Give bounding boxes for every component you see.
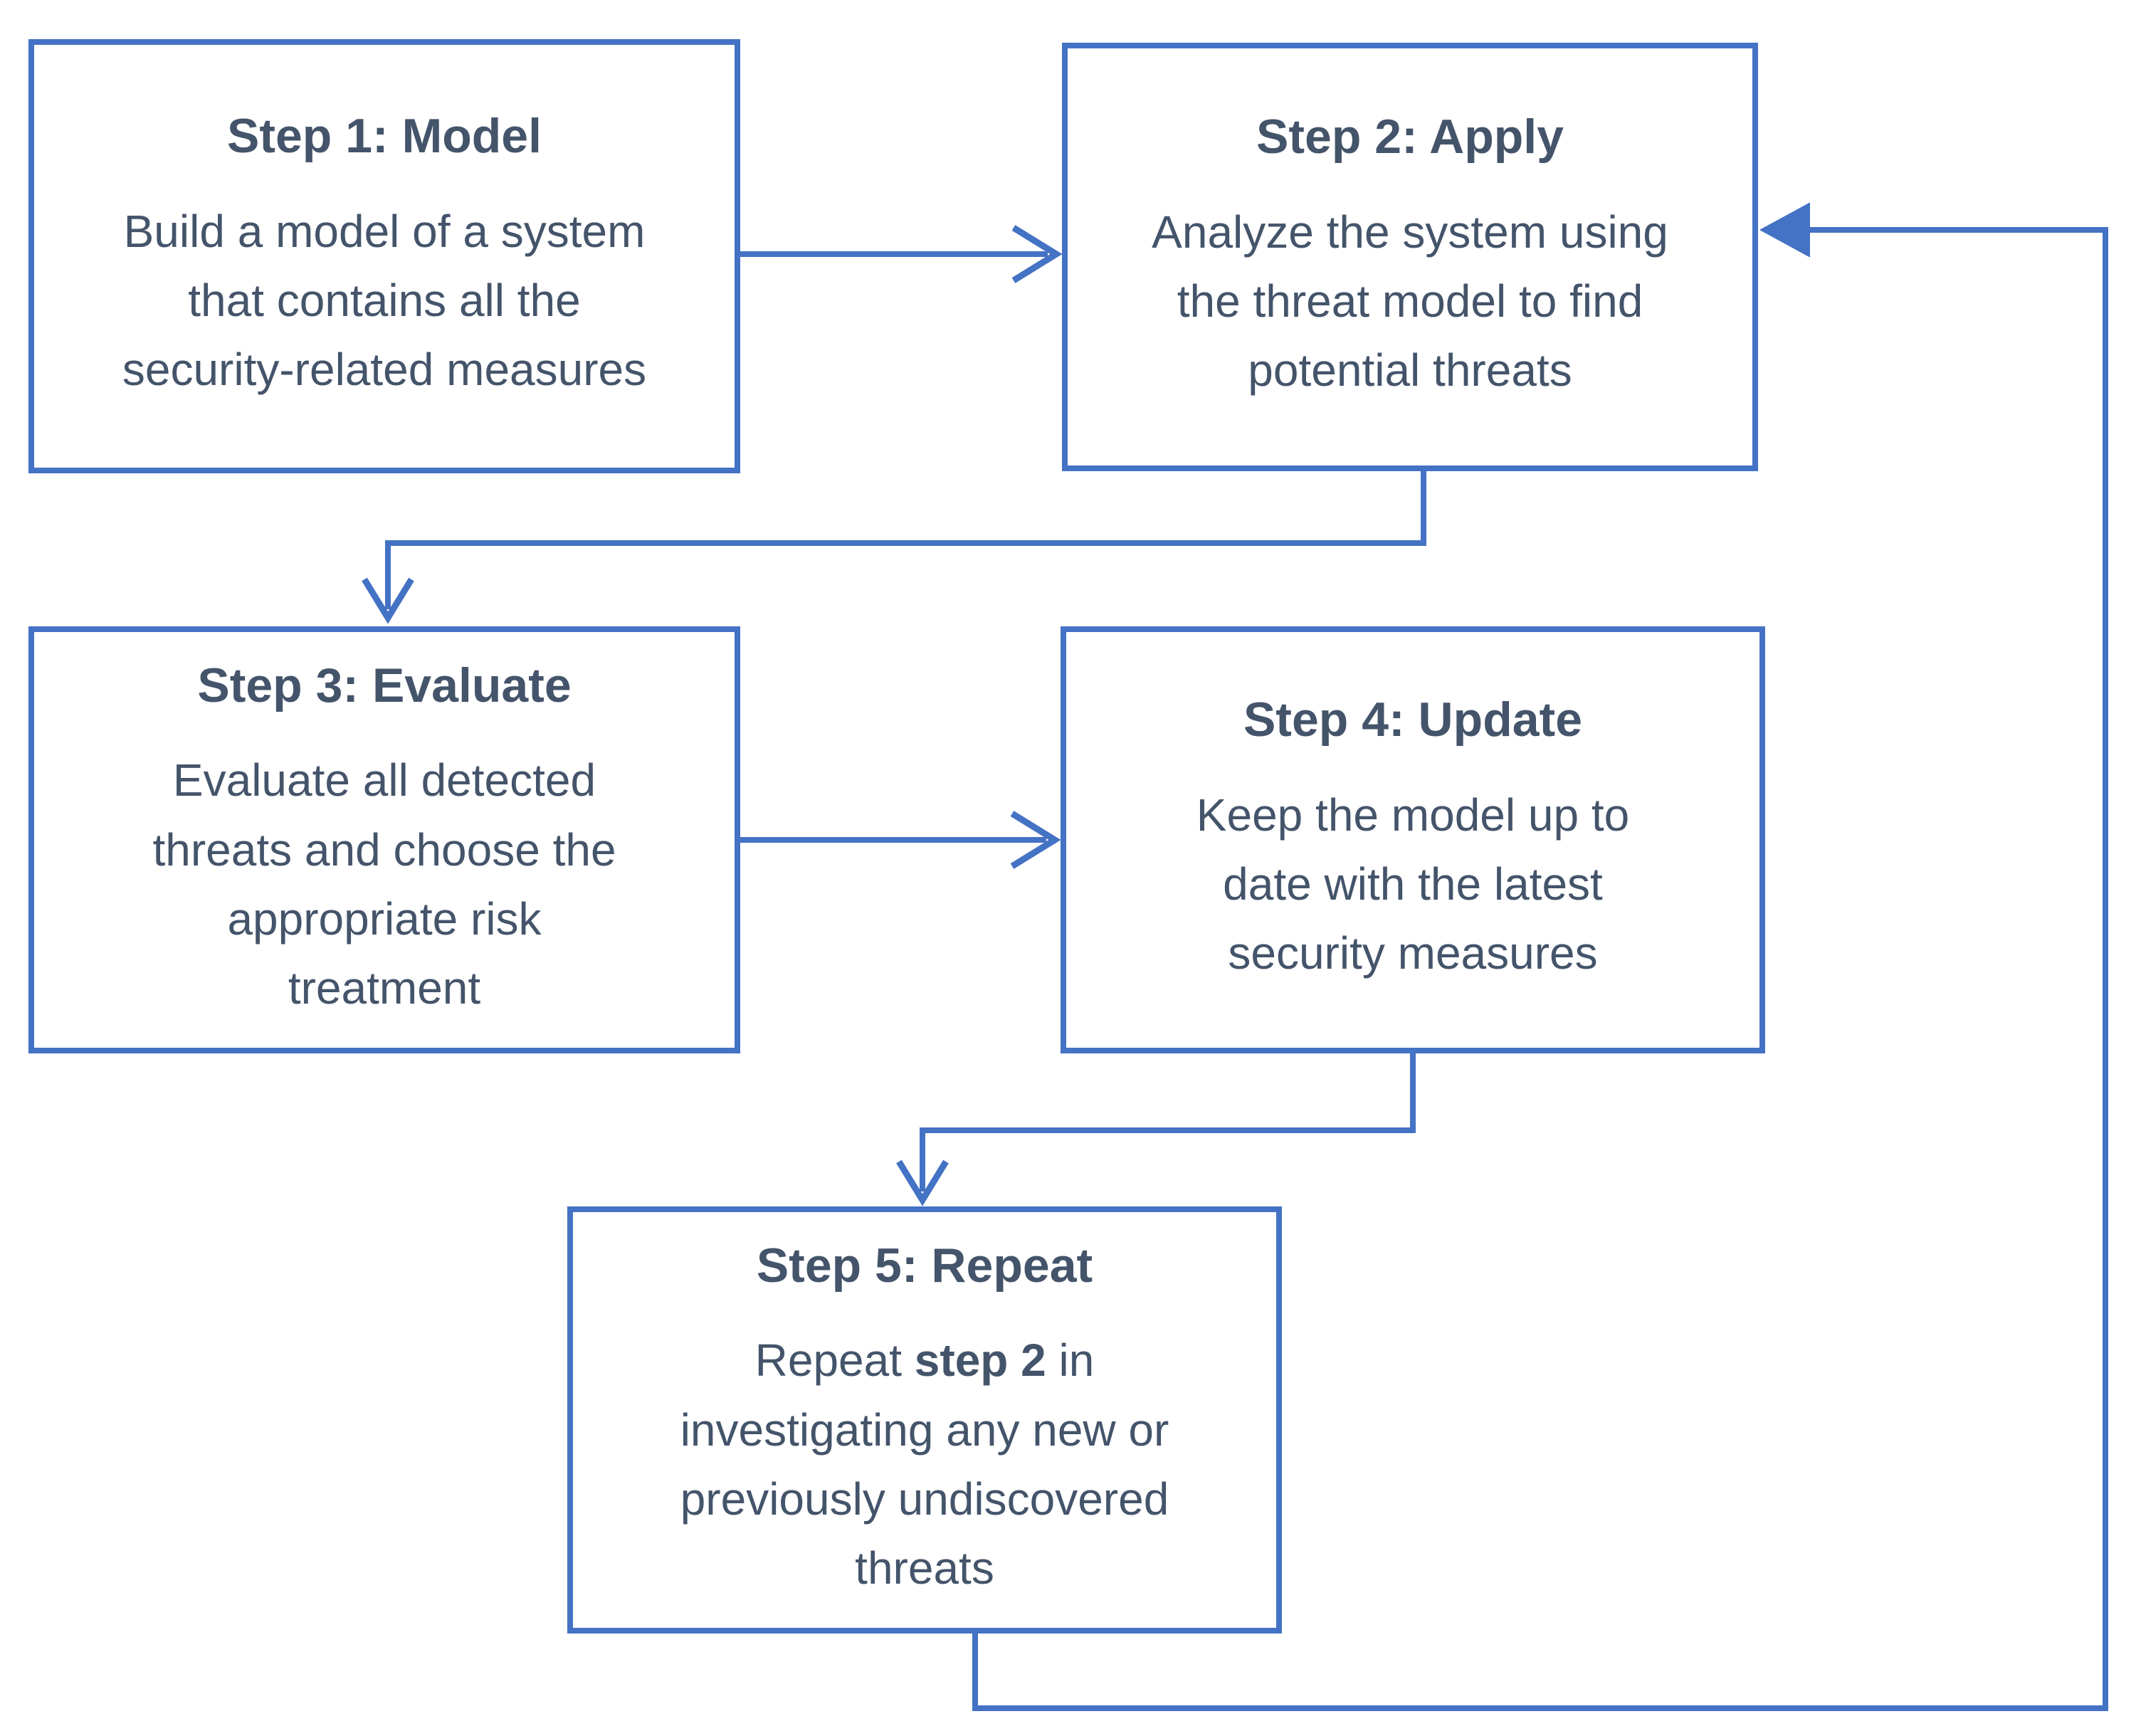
step-1-box: Step 1: Model Build a model of a system … [28, 39, 740, 473]
arrowhead-down-icon [362, 577, 414, 624]
arrowhead-left-icon [1759, 202, 1810, 258]
arrowhead-down-icon [896, 1159, 949, 1206]
connector-step2-to-step3 [385, 471, 1426, 609]
body-line: potential threats [1248, 344, 1572, 396]
body-line: appropriate risk [227, 893, 542, 945]
body-line: treatment [288, 962, 481, 1014]
step-4-body: Keep the model up to date with the lates… [1196, 781, 1629, 989]
step-3-box: Step 3: Evaluate Evaluate all detected t… [28, 626, 740, 1053]
body-line: Analyze the system using [1152, 206, 1668, 258]
step-1-title: Step 1: Model [226, 109, 542, 164]
step-3-title: Step 3: Evaluate [197, 658, 572, 712]
step-2-title: Step 2: Apply [1256, 110, 1564, 164]
body-line: that contains all the [188, 275, 581, 327]
body-line: the threat model to find [1177, 275, 1643, 327]
body-line: Build a model of a system [123, 205, 646, 257]
step-4-box: Step 4: Update Keep the model up to date… [1061, 626, 1765, 1053]
body-line: threats and choose the [152, 824, 616, 875]
step-5-box: Step 5: Repeat Repeat step 2 in investig… [567, 1206, 1282, 1634]
step-1-body: Build a model of a system that contains … [122, 197, 646, 405]
step-4-title: Step 4: Update [1243, 693, 1583, 747]
body-text-prefix: Repeat [754, 1335, 915, 1387]
body-line: security-related measures [122, 344, 647, 396]
body-line: threats [855, 1542, 994, 1594]
connector-step4-to-step5 [920, 1053, 1416, 1191]
step-2-body: Analyze the system using the threat mode… [1152, 198, 1668, 406]
step-5-body: Repeat step 2 in investigating any new o… [680, 1326, 1169, 1603]
body-text-bold-step2: step 2 [914, 1335, 1046, 1387]
body-line: Evaluate all detected [172, 754, 596, 806]
body-line: Repeat step 2 in [680, 1326, 1169, 1395]
body-line: investigating any new or [680, 1404, 1169, 1456]
arrowhead-right-icon [1011, 225, 1063, 283]
body-line: date with the latest [1223, 858, 1603, 910]
step-3-body: Evaluate all detected threats and choose… [152, 746, 616, 1023]
step-2-box: Step 2: Apply Analyze the system using t… [1062, 43, 1758, 471]
step-5-title: Step 5: Repeat [756, 1238, 1093, 1293]
body-line: previously undiscovered [680, 1473, 1169, 1525]
body-line: security measures [1228, 927, 1598, 979]
body-text-suffix: in [1046, 1335, 1095, 1387]
body-line: Keep the model up to [1196, 789, 1630, 841]
arrowhead-right-icon [1010, 811, 1061, 869]
